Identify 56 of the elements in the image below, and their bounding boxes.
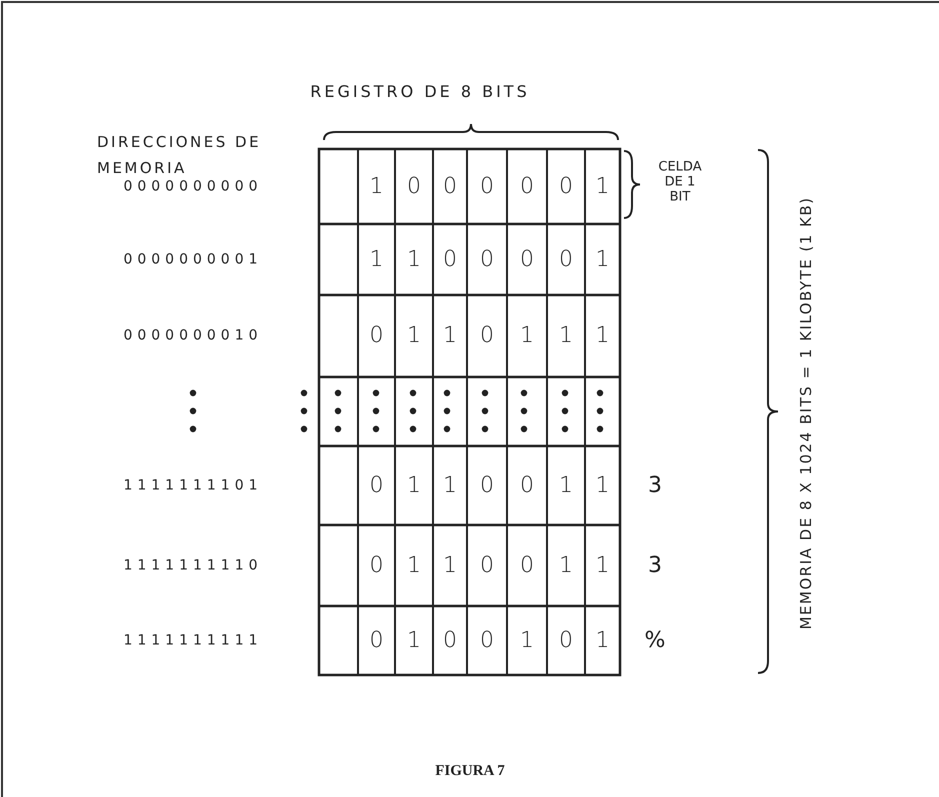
- bit-value: 1: [370, 174, 384, 199]
- memory-address: 1111111111: [123, 632, 263, 648]
- bit-value: 0: [480, 628, 494, 653]
- bit-value: 1: [596, 553, 610, 578]
- memory-address: 0000000010: [123, 328, 263, 344]
- bit-value: 0: [370, 628, 384, 653]
- bit-value: 1: [407, 473, 421, 498]
- bit-value: 0: [559, 174, 573, 199]
- bit-value: 1: [520, 324, 534, 348]
- bit-value: 1: [559, 473, 573, 498]
- bit-value: 0: [480, 473, 494, 498]
- bit-value: 1: [407, 553, 421, 578]
- bit-value: 0: [520, 174, 534, 199]
- bit-value: 1: [443, 553, 457, 578]
- memory-address: 0000000000: [123, 178, 263, 194]
- bit-value: 1: [596, 247, 610, 272]
- bit-value: 1: [407, 324, 421, 348]
- bit-value: 0: [443, 628, 457, 653]
- bit-value: 0: [370, 324, 384, 348]
- bit-value: 0: [407, 174, 421, 199]
- bit-value: 1: [443, 324, 457, 348]
- bit-value: 0: [480, 247, 494, 272]
- bit-value: 1: [370, 247, 384, 272]
- bit-value: 0: [443, 247, 457, 272]
- character-value: %: [644, 628, 666, 653]
- bit-value: 0: [520, 473, 534, 498]
- bit-value: 0: [559, 628, 573, 653]
- bit-value: 0: [370, 473, 384, 498]
- memory-address: 0000000001: [123, 252, 263, 268]
- bit-value: 0: [480, 553, 494, 578]
- bit-value: 0: [520, 553, 534, 578]
- bit-value: 1: [596, 324, 610, 348]
- address-heading: DIRECCIONES DE MEMORIA: [97, 132, 262, 179]
- bit-value: 1: [596, 174, 610, 199]
- cell-note: CELDA DE 1 BIT: [657, 160, 703, 206]
- bit-value: 0: [480, 324, 494, 348]
- register-heading: REGISTRO DE 8 BITS: [310, 83, 530, 101]
- character-value: 3: [648, 553, 662, 578]
- bit-value: 1: [443, 473, 457, 498]
- figure-caption: FIGURA 7: [435, 762, 505, 780]
- character-value: 3: [648, 473, 662, 498]
- bit-value: 0: [520, 247, 534, 272]
- bit-value: 1: [559, 553, 573, 578]
- bit-value: 0: [370, 553, 384, 578]
- bit-value: 1: [520, 628, 534, 653]
- bit-value: 1: [559, 324, 573, 348]
- bit-value: 1: [596, 628, 610, 653]
- bit-value: 0: [443, 174, 457, 199]
- bit-value: 1: [407, 247, 421, 272]
- bit-value: 1: [407, 628, 421, 653]
- bit-value: 1: [596, 473, 610, 498]
- memory-address: 1111111101: [123, 478, 263, 494]
- memory-address: 1111111110: [123, 558, 263, 574]
- bit-value: 0: [559, 247, 573, 272]
- bit-value: 0: [480, 174, 494, 199]
- memory-size-note: MEMORIA DE 8 X 1024 BITS = 1 KILOBYTE (1 KB): [798, 196, 814, 630]
